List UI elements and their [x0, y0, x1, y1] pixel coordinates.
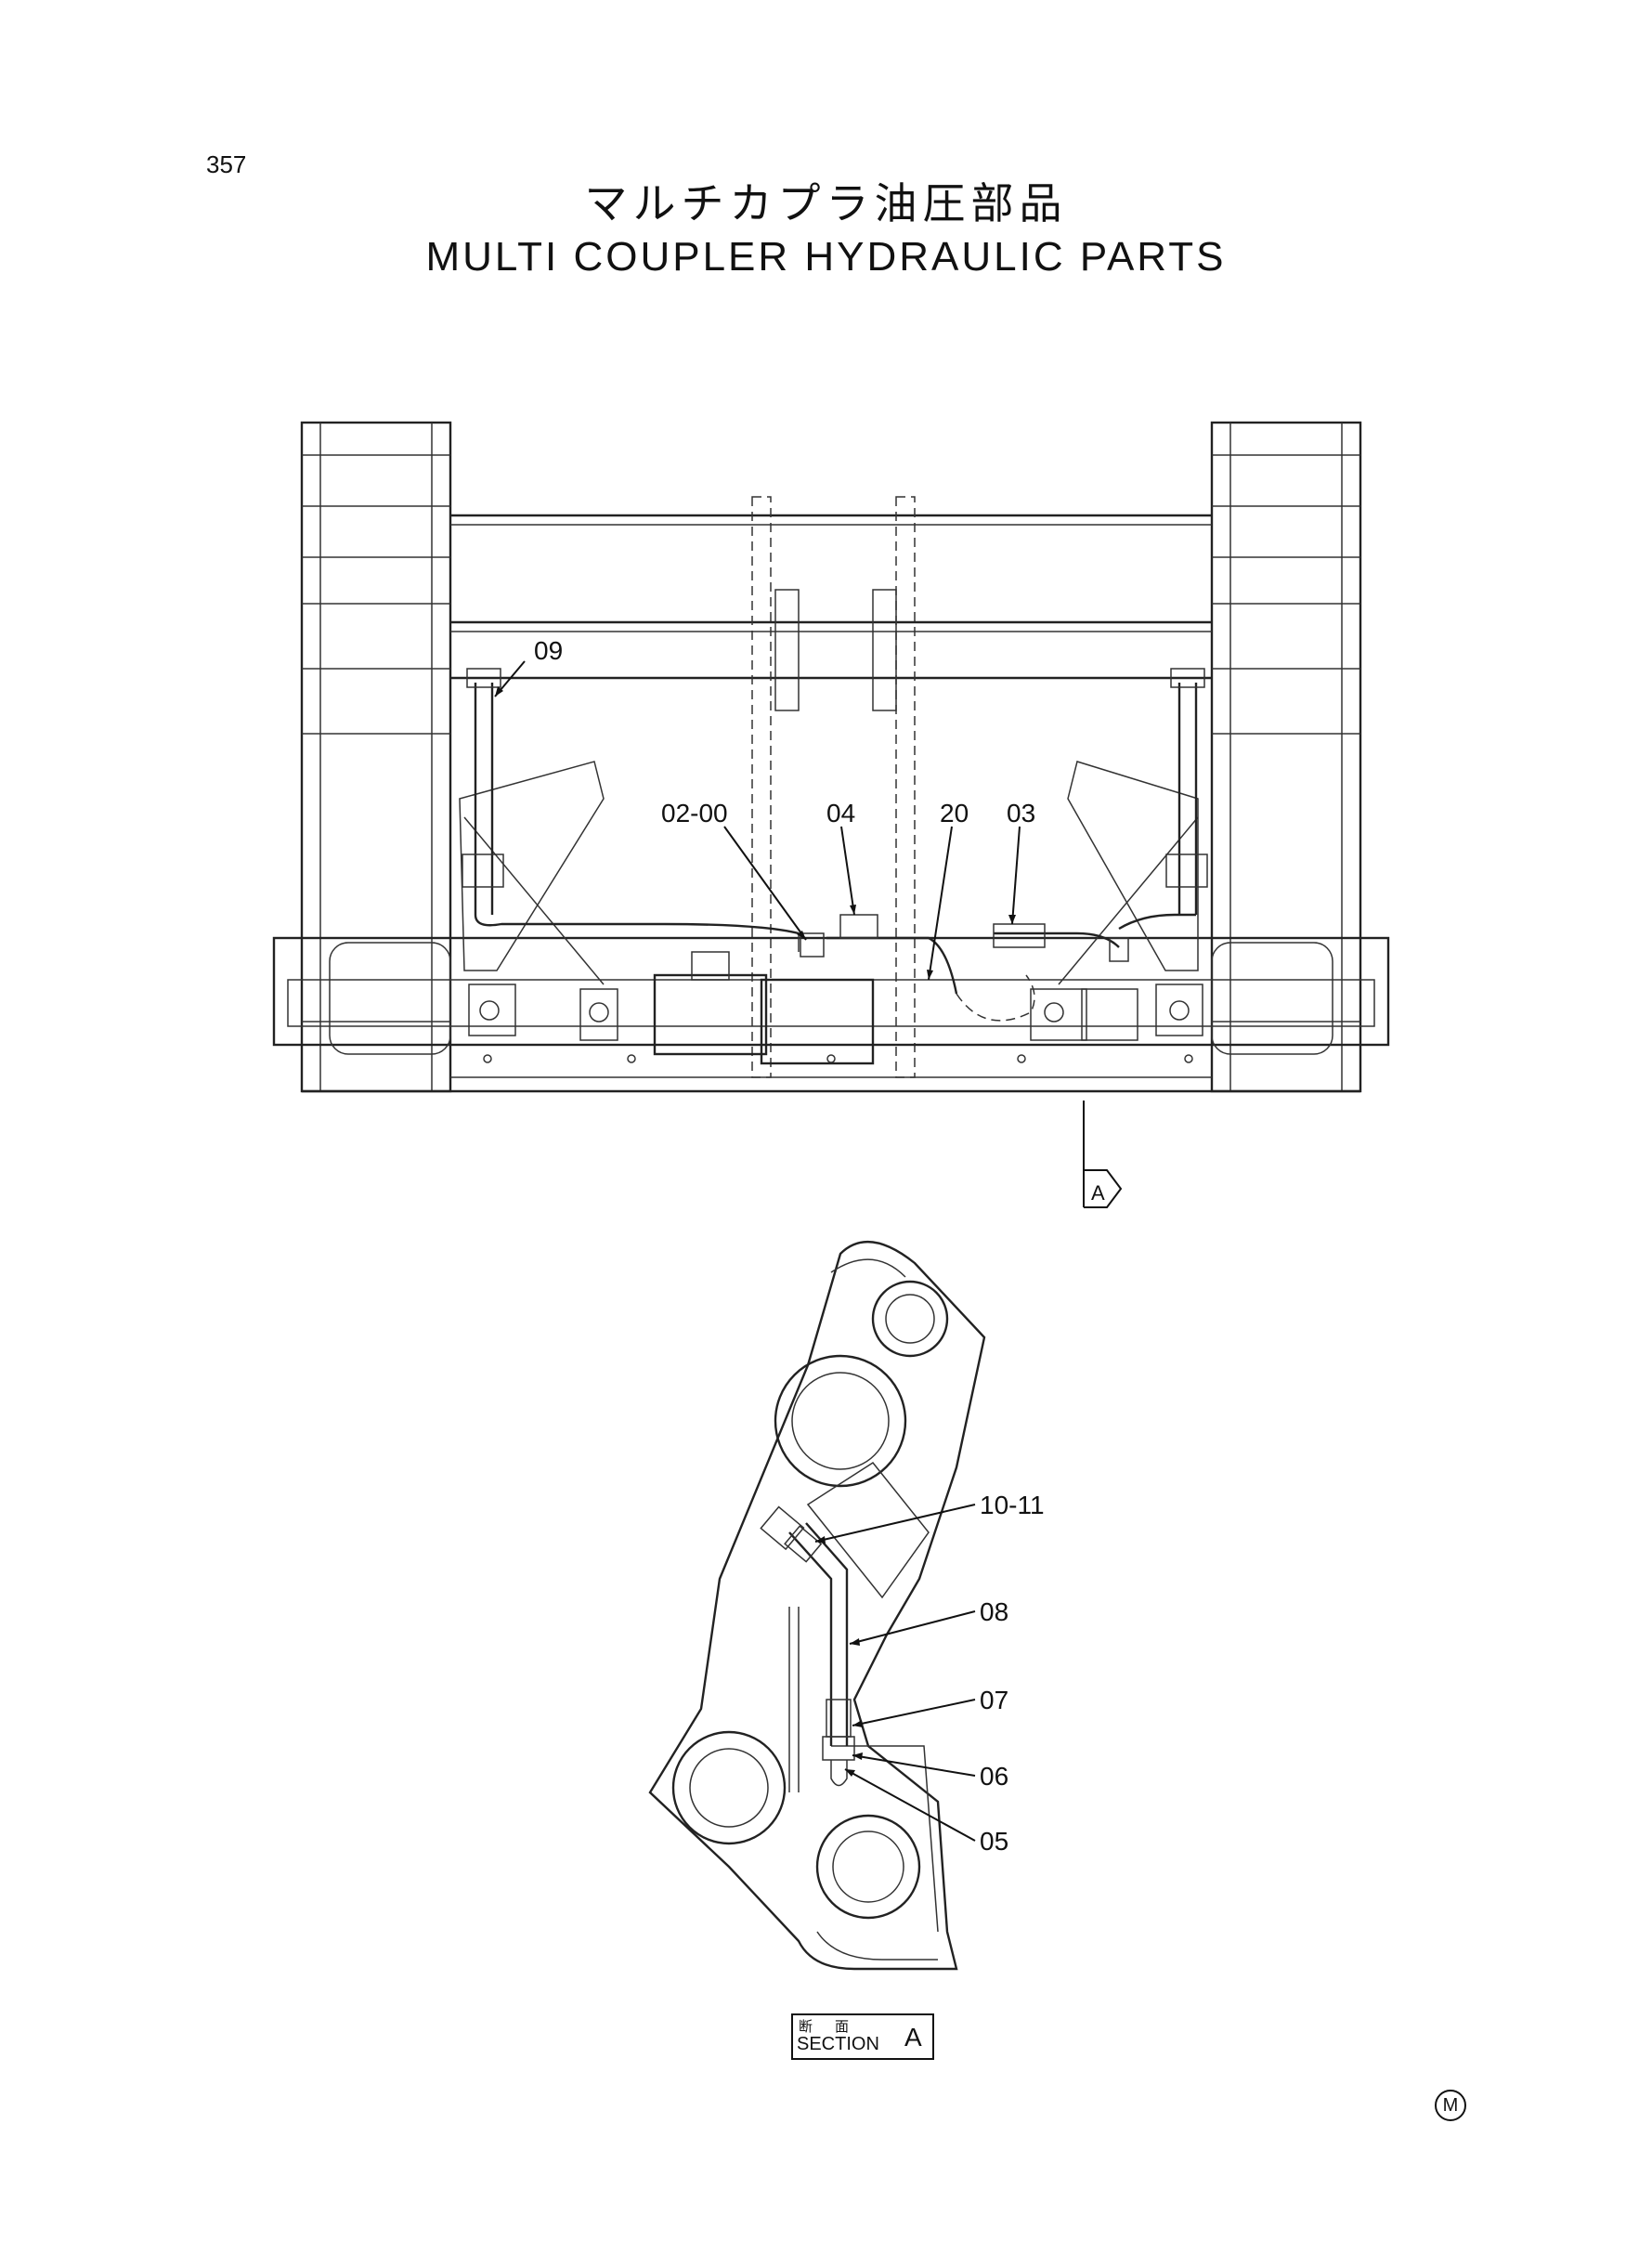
title-english: MULTI COUPLER HYDRAULIC PARTS: [425, 234, 1227, 280]
section-a-caption: 断面 SECTION A: [791, 2013, 934, 2060]
callout-10-11: 10-11: [980, 1491, 1045, 1519]
callout-02-00: 02-00: [661, 799, 728, 827]
callout-09: 09: [534, 636, 563, 665]
top-view-leaders: [494, 660, 1021, 981]
callout-08: 08: [980, 1597, 1008, 1626]
callout-07: 07: [980, 1686, 1008, 1714]
title-block: マルチカプラ油圧部品 MULTI COUPLER HYDRAULIC PARTS: [0, 176, 1652, 284]
section-view-leaders: [814, 1504, 976, 1842]
view-arrow-a: A: [1083, 1101, 1123, 1208]
callout-06: 06: [980, 1762, 1008, 1791]
section-caption-word: SECTION: [797, 2034, 879, 2054]
page-number: 357: [206, 150, 247, 178]
view-arrow-label: A: [1091, 1181, 1105, 1205]
callout-04: 04: [826, 799, 855, 827]
title-japanese: マルチカプラ油圧部品: [584, 178, 1068, 228]
callout-20: 20: [940, 799, 969, 827]
top-view-callouts: 09 02-00 04 20 03: [534, 636, 1035, 827]
top-view-frame: [272, 421, 1390, 1093]
callout-05: 05: [980, 1827, 1008, 1856]
callout-03: 03: [1007, 799, 1035, 827]
section-view-body: [648, 1241, 986, 1971]
circled-m-marker: M: [1435, 2090, 1466, 2121]
section-caption-kanji: 断面: [799, 2019, 872, 2035]
section-caption-letter: A: [904, 2023, 922, 2052]
section-view-callouts: 10-11 08 07 06 05: [980, 1491, 1045, 1856]
